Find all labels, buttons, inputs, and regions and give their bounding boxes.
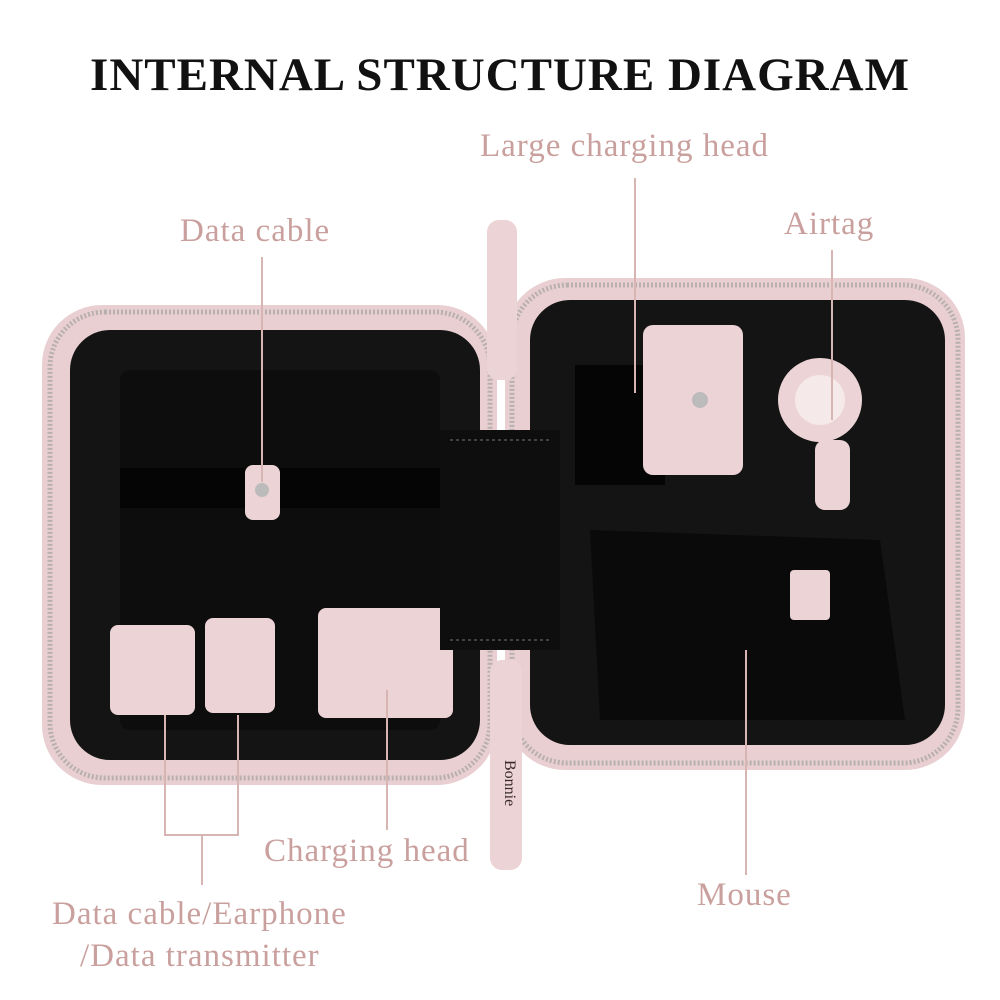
top-pull-tab [487,220,517,380]
label-data-cable: Data cable [180,213,331,249]
charging-head-pocket [318,608,453,718]
label-mouse: Mouse [697,877,792,913]
page-title: INTERNAL STRUCTURE DIAGRAM [90,49,910,101]
label-airtag: Airtag [784,206,875,242]
label-multi-line2: /Data transmitter [80,938,320,974]
left-zipper [47,309,493,781]
pocket-2 [205,618,275,713]
label-multi-line1: Data cable/Earphone [52,896,347,932]
label-large-charging-head: Large charging head [480,128,769,164]
brand-mark: Bonnie [501,760,518,806]
spine [440,430,560,650]
pocket-1 [110,625,195,715]
label-charging-head: Charging head [264,833,470,869]
bottom-pull-tab [490,660,522,870]
leader-lines [164,178,833,885]
right-zipper [509,282,961,766]
mouse-pocket [590,530,905,720]
